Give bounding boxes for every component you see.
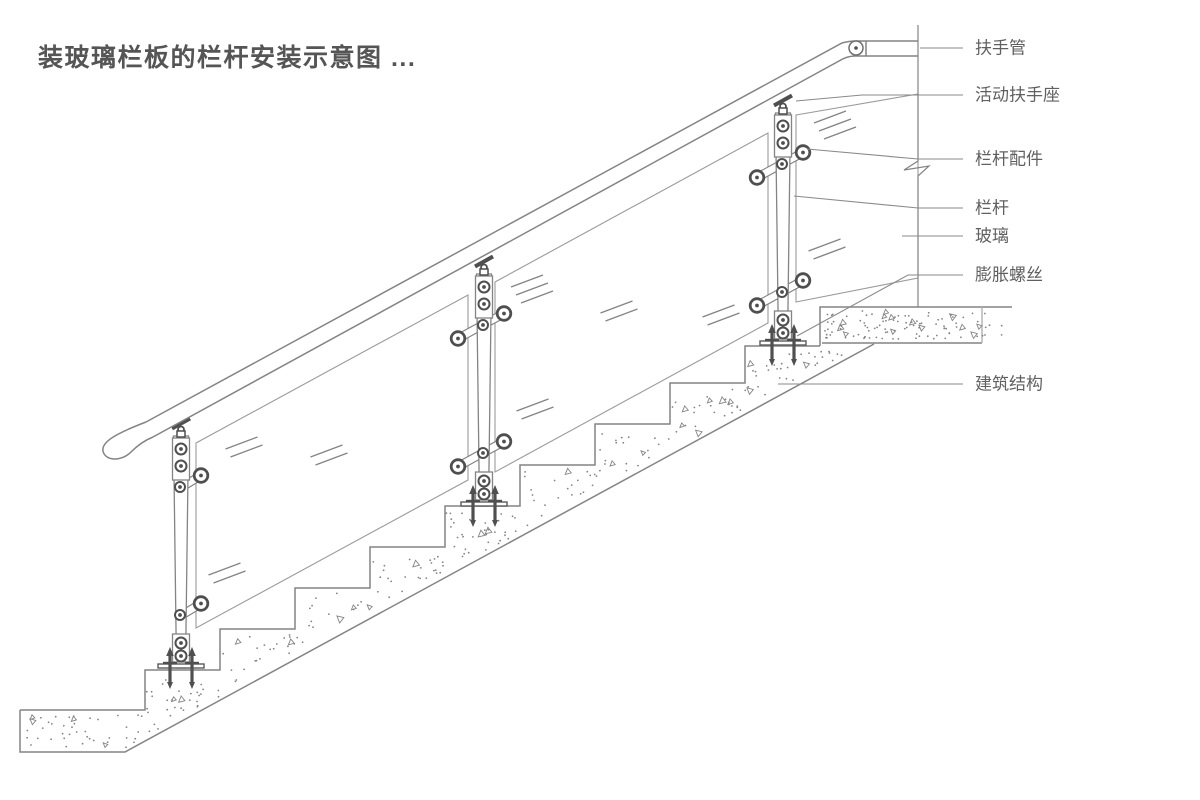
expansion-anchor [488,485,502,527]
glass-panel-2 [494,132,769,473]
landing-slab [819,306,1012,346]
labels: 扶手管 活动扶手座 栏杆配件 栏杆 玻璃 膨胀螺丝 建筑结构 [975,39,1060,394]
label-handrail-tube: 扶手管 [975,39,1026,58]
leader-railing-post [793,195,963,209]
glass-reflection-mark [510,274,554,304]
label-glass: 玻璃 [975,227,1009,246]
label-movable-handrail-seat: 活动扶手座 [975,86,1060,105]
handrail-seat-plate [171,416,191,431]
post-base-plate [157,663,205,669]
page-title: 装玻璃栏板的栏杆安装示意图 ... [38,44,417,72]
handrail-seat-plate [773,93,793,108]
handrail-seat-collar [778,107,788,115]
handrail-curl-end [102,421,154,460]
glass-reflection-mark [208,562,246,584]
leader-expansion-bolt [796,274,963,337]
stair-soffit [19,343,875,753]
handrail-tube-bottom-line [152,55,918,438]
label-building-structure: 建筑结构 [975,375,1043,394]
post-base-plate [460,501,508,507]
leader-railing-fittings [806,148,963,160]
expansion-anchor [787,324,801,366]
glass-reflection-mark [225,436,263,458]
glass-reflection-mark [808,238,846,260]
glass-reflection-mark [813,110,857,140]
expansion-anchor [466,485,480,527]
label-railing-post: 栏杆 [975,199,1009,218]
stair-step-profile [20,345,820,711]
label-railing-fittings: 栏杆配件 [975,150,1043,169]
glass-reflection-mark [516,398,554,420]
leader-lines [778,47,963,385]
handrail-elbow-pin [854,46,858,50]
handrail-tube-top-line [145,40,918,423]
expansion-anchor [163,647,177,689]
concrete-stipple-texture [26,308,1003,749]
handrail-seat-collar [176,430,186,438]
glass-panel-1 [195,294,469,629]
railing-post-3 [748,93,812,366]
expansion-anchor [185,647,199,689]
post-base-plate [759,340,807,346]
glass-reflection-mark [310,444,348,466]
section-cut-line [903,25,931,307]
railing-post-2 [449,254,513,527]
railing-post-1 [157,416,210,689]
glass-reflection-mark [702,304,740,326]
handrail-seat-collar [479,268,489,276]
handrail-seat-plate [474,254,494,269]
glass-panels [195,93,919,629]
stair-structure [19,306,1012,753]
glass-reflection-mark [600,300,638,322]
leader-movable-handrail-seat [795,94,963,102]
label-expansion-bolt: 膨胀螺丝 [975,266,1043,285]
expansion-anchor [765,324,779,366]
glass-reflection-marks [208,110,857,584]
handrail [102,40,918,460]
railing-posts [157,93,812,689]
